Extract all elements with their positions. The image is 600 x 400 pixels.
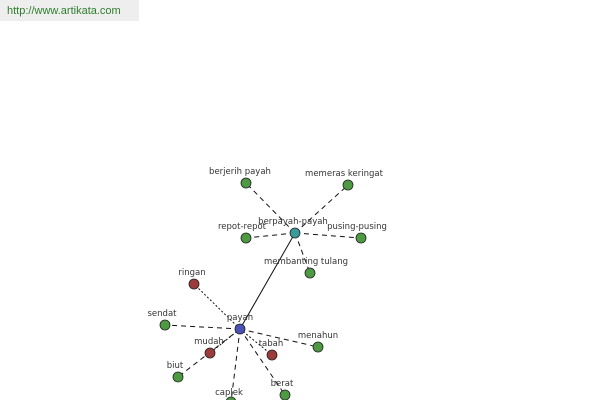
node-label-repot[interactable]: repot-repot <box>218 222 267 232</box>
node-label-mudah[interactable]: mudah <box>194 337 224 347</box>
edge-berpayah-pusing <box>294 232 362 239</box>
edge-berpayah-berjerih <box>245 182 296 234</box>
node-ringan[interactable]: ringan <box>178 268 206 290</box>
node-label-berpayah[interactable]: berpayah-payah <box>258 217 328 227</box>
edge-berpayah-repot <box>245 232 296 239</box>
node-circle-membanting[interactable] <box>304 267 316 279</box>
node-circle-berpayah[interactable] <box>289 227 301 239</box>
node-circle-repot[interactable] <box>240 232 252 244</box>
node-label-ringan[interactable]: ringan <box>178 268 205 278</box>
node-label-memeras[interactable]: memeras keringat <box>305 169 384 179</box>
edge-payah-caplek <box>230 328 241 400</box>
node-circle-memeras[interactable] <box>342 179 354 191</box>
node-berpayah[interactable]: berpayah-payah <box>258 217 328 239</box>
node-repot[interactable]: repot-repot <box>218 222 267 244</box>
node-label-pusing[interactable]: pusing-pusing <box>327 222 387 232</box>
node-circle-caplek[interactable] <box>225 396 237 400</box>
node-label-berat[interactable]: berat <box>271 379 294 389</box>
node-circle-biut[interactable] <box>172 371 184 383</box>
edge-payah-berpayah <box>239 232 296 330</box>
node-circle-payah[interactable] <box>234 323 246 335</box>
edge-payah-sendat <box>164 324 241 330</box>
node-label-membanting[interactable]: membanting tulang <box>264 257 348 267</box>
edge-payah-berat <box>239 328 286 396</box>
edge-payah-tabah <box>239 328 273 356</box>
node-payah[interactable]: payah <box>227 313 253 335</box>
url-banner: http://www.artikata.com <box>0 0 139 21</box>
node-membanting[interactable]: membanting tulang <box>264 257 348 279</box>
edge-payah-menahun <box>239 328 319 348</box>
node-label-biut[interactable]: biut <box>167 361 184 371</box>
node-menahun[interactable]: menahun <box>298 331 338 353</box>
node-circle-mudah[interactable] <box>204 347 216 359</box>
node-label-menahun[interactable]: menahun <box>298 331 338 341</box>
node-circle-pusing[interactable] <box>355 232 367 244</box>
node-label-caplek[interactable]: caplek <box>215 388 243 398</box>
node-biut[interactable]: biut <box>167 361 184 383</box>
node-caplek[interactable]: caplek <box>215 388 243 400</box>
edge-berpayah-memeras <box>294 184 349 234</box>
node-circle-tabah[interactable] <box>266 349 278 361</box>
node-circle-berjerih[interactable] <box>240 177 252 189</box>
node-circle-sendat[interactable] <box>159 319 171 331</box>
node-circle-berat[interactable] <box>279 389 291 400</box>
node-memeras[interactable]: memeras keringat <box>305 169 384 191</box>
node-mudah[interactable]: mudah <box>194 337 224 359</box>
node-label-payah[interactable]: payah <box>227 313 253 323</box>
graph-nodes: payah berpayah-payah berjerih payah memeras… <box>148 167 387 400</box>
node-pusing[interactable]: pusing-pusing <box>327 222 387 244</box>
node-berat[interactable]: berat <box>271 379 294 400</box>
node-label-tabah[interactable]: tabah <box>259 339 284 349</box>
url-link[interactable]: http://www.artikata.com <box>7 5 121 17</box>
edge-payah-mudah <box>209 328 241 354</box>
node-tabah[interactable]: tabah <box>259 339 284 361</box>
node-circle-menahun[interactable] <box>312 341 324 353</box>
node-berjerih[interactable]: berjerih payah <box>209 167 271 189</box>
edge-payah-ringan <box>193 283 241 330</box>
node-circle-ringan[interactable] <box>188 278 200 290</box>
edge-berpayah-membanting <box>294 232 311 274</box>
graph-edges <box>164 182 362 400</box>
node-sendat[interactable]: sendat <box>148 309 178 331</box>
node-label-berjerih[interactable]: berjerih payah <box>209 167 271 177</box>
node-label-sendat[interactable]: sendat <box>148 309 178 319</box>
